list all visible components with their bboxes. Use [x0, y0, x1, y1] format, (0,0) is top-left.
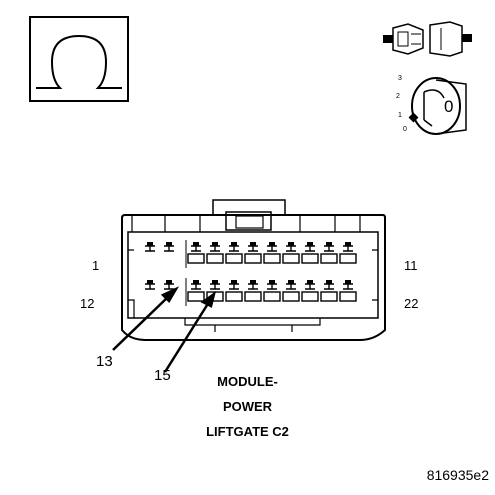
cavity-bottom-7 — [263, 280, 281, 302]
ignition-key-label: 0 — [444, 97, 453, 116]
cavity-top-3 — [187, 242, 205, 264]
cavity-top-11 — [339, 242, 357, 264]
cavity-top-5 — [225, 242, 243, 264]
callout-15-leader — [163, 301, 211, 373]
callout-15-arrowhead — [200, 290, 217, 308]
cavity-top-9 — [301, 242, 319, 264]
cavity-bottom-11 — [339, 280, 357, 302]
ohm-symbol-icon — [29, 16, 129, 102]
ignition-position-2: 2 — [396, 93, 400, 100]
cavity-bottom-1 — [145, 280, 155, 290]
ignition-position-3: 3 — [398, 75, 402, 82]
cavity-top-8 — [282, 242, 300, 264]
terminal-cavities — [145, 240, 357, 306]
pin-label-11: 11 — [404, 258, 418, 273]
cavity-bottom-2 — [164, 280, 174, 290]
cavity-top-2 — [164, 242, 174, 252]
cavity-bottom-5 — [225, 280, 243, 302]
cavity-bottom-3 — [187, 280, 205, 302]
ignition-switch-off-icon: 0 3 2 1 0 — [396, 75, 467, 135]
cavity-top-1 — [145, 242, 155, 252]
pin-label-12: 12 — [80, 296, 95, 311]
ignition-position-0: 0 — [403, 126, 407, 133]
cavity-bottom-8 — [282, 280, 300, 302]
pin-label-22: 22 — [404, 296, 419, 311]
callout-15: 15 — [154, 367, 171, 384]
cavity-bottom-6 — [244, 280, 262, 302]
cavity-top-4 — [206, 242, 224, 264]
cavity-top-7 — [263, 242, 281, 264]
caption-line-1: MODULE- — [217, 374, 278, 389]
cavity-top-6 — [244, 242, 262, 264]
callout-13: 13 — [96, 353, 113, 370]
pin-label-1: 1 — [92, 258, 100, 273]
callout-13-leader — [112, 295, 170, 351]
cavity-top-10 — [320, 242, 338, 264]
caption-line-2: POWER — [222, 399, 273, 414]
ignition-position-1: 1 — [398, 112, 402, 119]
figure-id: 816935e2 — [426, 467, 489, 483]
connector-body — [121, 199, 386, 341]
disconnect-connector-icon — [383, 21, 472, 57]
caption-line-3: LIFTGATE C2 — [206, 424, 289, 439]
callout-13-arrowhead — [160, 286, 180, 304]
callout-leaders — [112, 286, 217, 373]
cavity-bottom-9 — [301, 280, 319, 302]
cavity-bottom-10 — [320, 280, 338, 302]
